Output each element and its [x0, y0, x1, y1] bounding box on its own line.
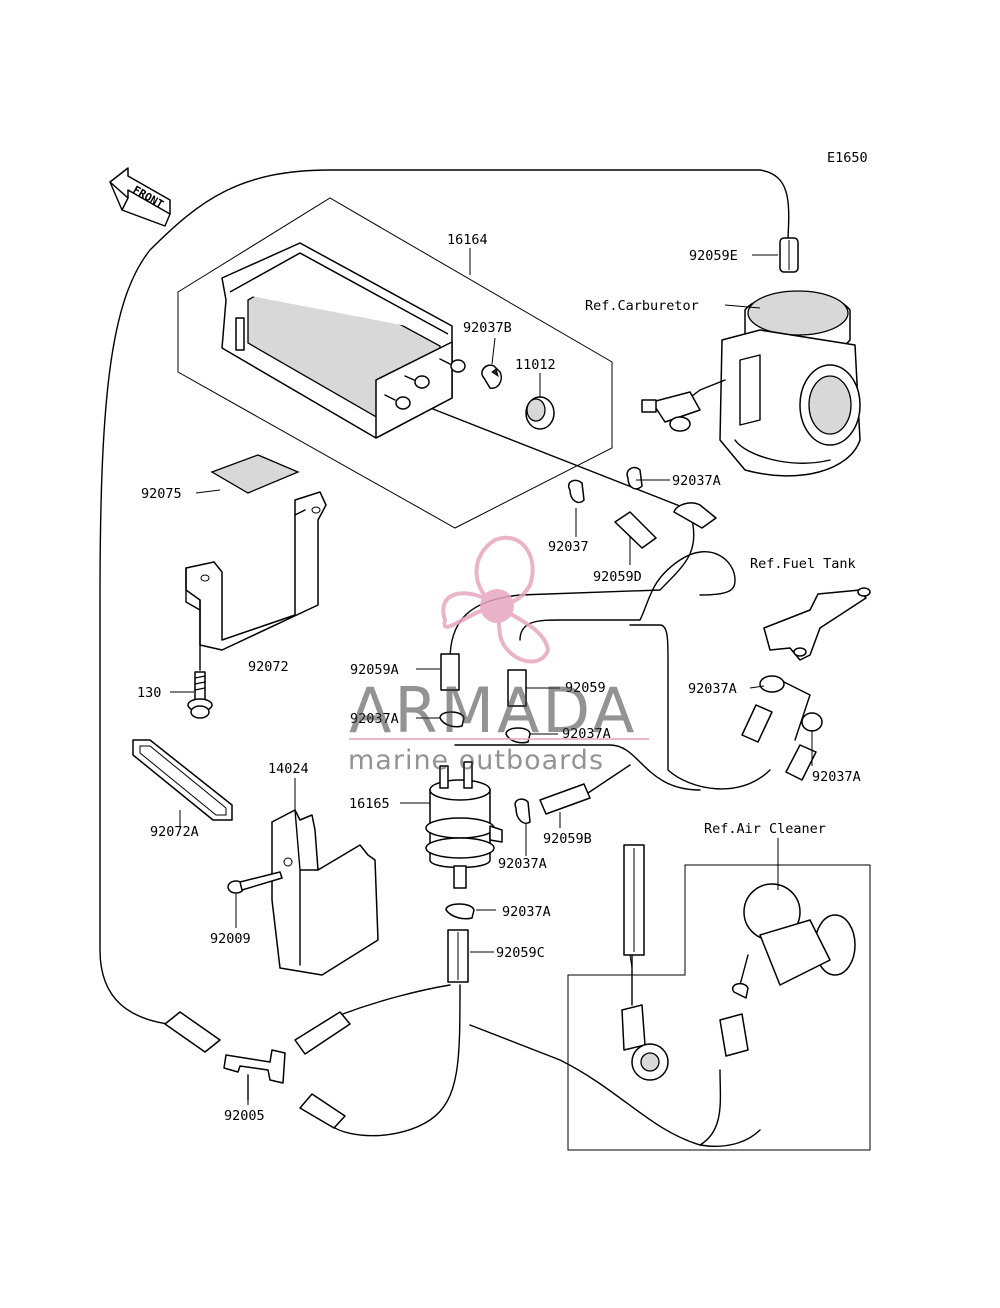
hose-92059c — [447, 929, 469, 983]
label-11012: 11012 — [515, 357, 556, 373]
clamp-92037b — [481, 364, 502, 389]
pad-92075 — [210, 454, 300, 494]
label-92075: 92075 — [141, 486, 182, 502]
cover-14024 — [271, 809, 379, 976]
watermark-tagline: marine outboards — [348, 745, 604, 776]
label-92037a-low: 92037A — [502, 904, 551, 920]
label-92009: 92009 — [210, 931, 251, 947]
fuel-pump-16165 — [425, 761, 503, 889]
label-92059b: 92059B — [543, 831, 592, 847]
screw-92009 — [227, 871, 283, 894]
carburetor — [641, 290, 861, 477]
part-labels: E1650 16164 92059E Ref.Carburetor 92037B… — [137, 150, 868, 1124]
clamp-92037a-side — [514, 798, 531, 824]
bolt-130 — [187, 599, 213, 719]
hose-long-vertical — [623, 844, 645, 956]
label-92072: 92072 — [248, 659, 289, 675]
label-92072a: 92072A — [150, 824, 199, 840]
label-92037: 92037 — [548, 539, 589, 555]
plug-11012 — [525, 396, 555, 430]
label-ref-air-cleaner: Ref.Air Cleaner — [704, 821, 826, 837]
bracket-92072 — [185, 491, 327, 651]
label-92037a-pump: 92037A — [498, 856, 547, 872]
plate-92072a — [132, 739, 233, 821]
label-ref-carburetor: Ref.Carburetor — [585, 298, 699, 314]
label-92059: 92059 — [565, 680, 606, 696]
hoses-fuel-tank-side — [741, 704, 817, 781]
label-14024: 14024 — [268, 761, 309, 777]
watermark: ARMADA marine outboards — [348, 535, 649, 776]
hose-92059a — [440, 653, 460, 691]
clamp-92037a-top — [626, 466, 643, 490]
label-92037a-left: 92037A — [350, 711, 399, 727]
label-92005: 92005 — [224, 1108, 265, 1124]
label-92059c: 92059C — [496, 945, 545, 961]
hose-lower-left — [164, 1011, 221, 1053]
label-92059e: 92059E — [689, 248, 738, 264]
label-130: 130 — [137, 685, 161, 701]
front-direction-arrow: FRONT — [109, 167, 171, 227]
diagram-code: E1650 — [827, 150, 868, 166]
label-16164: 16164 — [447, 232, 488, 248]
fuel-tank-ref — [763, 587, 871, 661]
air-cleaner-ref — [567, 864, 871, 1151]
label-92037b: 92037B — [463, 320, 512, 336]
canister-16164 — [177, 197, 613, 529]
label-16165: 16165 — [349, 796, 390, 812]
hose-92059b — [539, 783, 591, 815]
clamp-92037a-lower — [445, 903, 475, 920]
clamp-92037a-right — [759, 675, 823, 732]
hose-92059e — [779, 237, 799, 273]
clamp-92037a-upper-left — [439, 711, 465, 728]
label-92037a-top: 92037A — [672, 473, 721, 489]
hose-lower-mid — [294, 1011, 351, 1129]
joint-92005 — [223, 1049, 286, 1084]
label-92037a-far: 92037A — [812, 769, 861, 785]
hose-92059d — [614, 502, 717, 549]
watermark-brand: ARMADA — [349, 674, 637, 747]
leader-lines — [170, 248, 813, 1105]
label-92059a: 92059A — [350, 662, 399, 678]
label-ref-fuel-tank: Ref.Fuel Tank — [750, 556, 856, 572]
label-92037a-right: 92037A — [688, 681, 737, 697]
label-92059d: 92059D — [593, 569, 642, 585]
armada-logo-propeller — [441, 535, 551, 664]
clamp-92037 — [568, 479, 585, 504]
